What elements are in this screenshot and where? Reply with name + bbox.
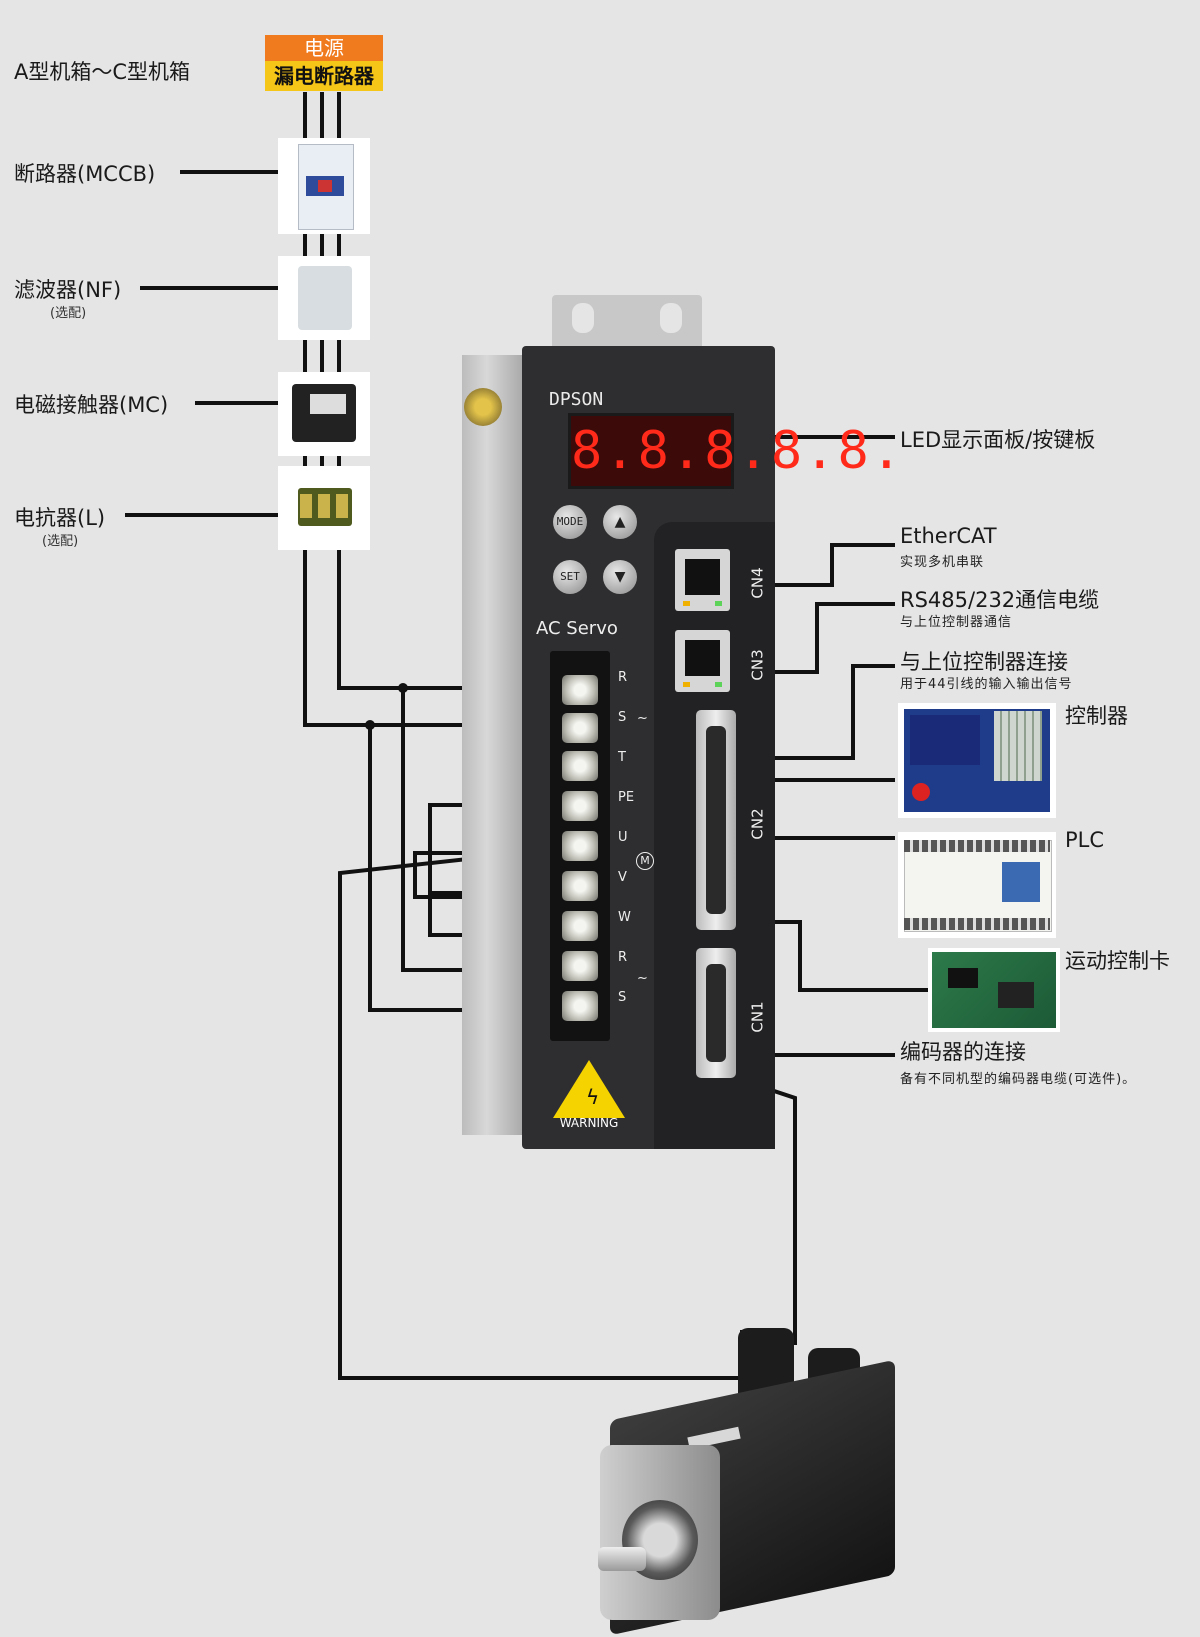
- cn1-label: CN1: [748, 1001, 767, 1033]
- leader-cn3: [775, 602, 895, 674]
- noise-filter-image: [278, 256, 370, 340]
- down-arrow-key[interactable]: ▼: [603, 560, 637, 594]
- drive-brand: DPSON: [549, 389, 604, 410]
- motion-card-image: [928, 948, 1060, 1032]
- mc-label: 电磁接触器(MC): [14, 393, 169, 417]
- terminal-V: V: [618, 870, 627, 885]
- up-arrow-key[interactable]: ▲: [603, 505, 637, 539]
- terminal-R: R: [618, 670, 628, 685]
- ce-mark-icon: [464, 388, 502, 426]
- nf-note: (选配): [50, 306, 87, 321]
- led-panel-label: LED显示面板/按键板: [900, 428, 1096, 452]
- cn2-port[interactable]: [696, 710, 736, 930]
- ethercat-sub: 实现多机串联: [900, 555, 985, 570]
- l-label: 电抗器(L): [14, 506, 106, 530]
- nf-label: 滤波器(NF): [14, 278, 122, 302]
- power-box: 电源 漏电断路器: [265, 35, 383, 93]
- terminal-W: W: [618, 910, 631, 925]
- plc-label: PLC: [1065, 828, 1105, 852]
- cn3-port[interactable]: [675, 630, 730, 692]
- terminal-S: S: [618, 710, 627, 725]
- led-display: 8.8.8.8.8.: [568, 413, 902, 489]
- drive-mount-bracket: [552, 295, 702, 350]
- display-readout: 8.8.8.8.8.: [571, 416, 902, 486]
- power-label: 电源: [265, 35, 383, 61]
- leader-motion: [775, 920, 930, 992]
- cn4-label: CN4: [748, 567, 767, 599]
- terminal-T: T: [618, 750, 626, 765]
- warning-label: WARNING: [559, 1116, 619, 1130]
- ethercat-label: EtherCAT: [900, 524, 997, 548]
- ac-symbol-icon: ~: [637, 711, 648, 726]
- cn2-label: CN2: [748, 808, 767, 840]
- set-key[interactable]: SET: [553, 560, 587, 594]
- cn1-port[interactable]: [696, 948, 736, 1078]
- ac-symbol-icon-2: ~: [637, 971, 648, 986]
- controller-label: 控制器: [1065, 704, 1128, 728]
- terminal-block: [550, 651, 610, 1041]
- motor-shaft: [598, 1547, 646, 1571]
- terminal-PE: PE: [618, 790, 635, 805]
- cn4-port[interactable]: [675, 549, 730, 611]
- controller-image: [898, 703, 1056, 818]
- terminal-r: R: [618, 950, 628, 965]
- cn3-label: CN3: [748, 649, 767, 681]
- encoder-sub: 备有不同机型的编码器电缆(可选件)。: [900, 1072, 1137, 1087]
- leader-cn4: [775, 543, 895, 587]
- l-note: (选配): [42, 534, 79, 549]
- motion-card-label: 运动控制卡: [1065, 949, 1170, 973]
- junction-s: [365, 720, 375, 730]
- warning-triangle-icon: [553, 1060, 625, 1118]
- terminal-s: S: [618, 990, 627, 1005]
- rs485-label: RS485/232通信电缆: [900, 588, 1100, 612]
- reactor-image: [278, 466, 370, 550]
- model-label: AC Servo: [536, 618, 618, 639]
- terminal-U: U: [618, 830, 628, 845]
- leader-cn2: [775, 664, 895, 760]
- lightning-bolt-icon: ϟ: [586, 1085, 600, 1109]
- host-label: 与上位控制器连接: [900, 650, 1068, 674]
- host-sub: 用于44引线的输入输出信号: [900, 677, 1073, 692]
- plc-image: [898, 832, 1056, 938]
- motor-symbol: M: [636, 852, 654, 870]
- chassis-label: A型机箱～C型机箱: [14, 60, 191, 84]
- drive-heatsink: [462, 355, 524, 1135]
- junction-r: [398, 683, 408, 693]
- contactor-image: [278, 372, 370, 456]
- mccb-label: 断路器(MCCB): [14, 162, 156, 186]
- mccb-image: [278, 138, 370, 234]
- leakage-breaker-label: 漏电断路器: [265, 61, 383, 91]
- rs485-sub: 与上位控制器通信: [900, 615, 1013, 630]
- encoder-label: 编码器的连接: [900, 1040, 1026, 1064]
- mode-key[interactable]: MODE: [553, 505, 587, 539]
